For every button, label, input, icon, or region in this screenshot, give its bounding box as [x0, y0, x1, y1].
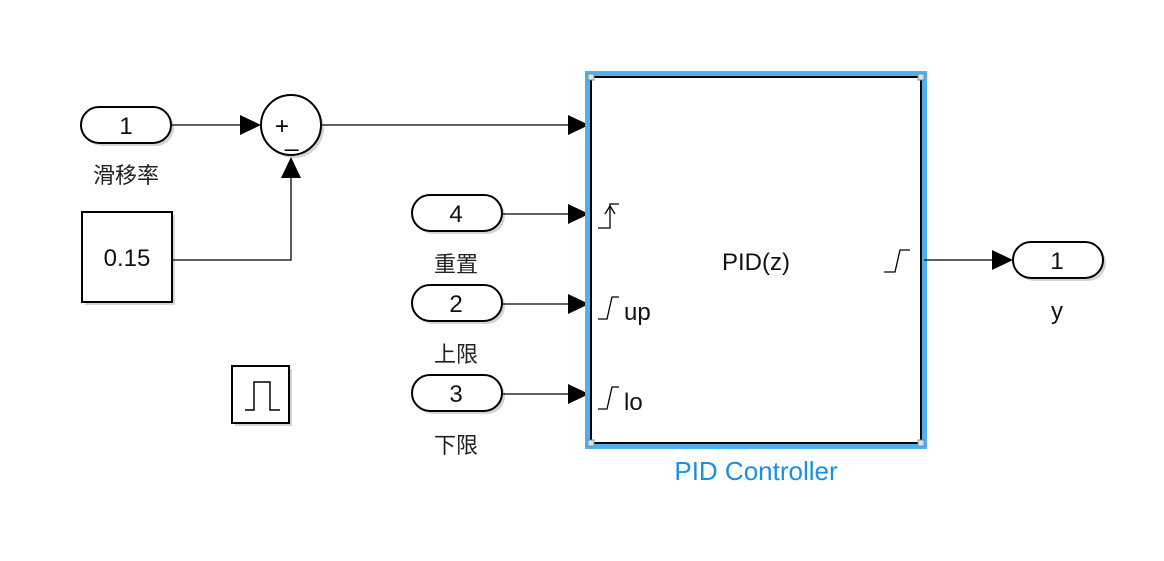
- pid-controller-block[interactable]: PID(z) up lo: [585, 71, 927, 449]
- pid-port-label-up: up: [624, 299, 651, 326]
- reset-rising-edge-icon: [598, 203, 619, 229]
- arrow-head: [992, 250, 1013, 270]
- resize-handle[interactable]: [917, 439, 925, 447]
- inport-number: 4: [449, 201, 462, 228]
- sum-plus-sign: +: [275, 113, 289, 140]
- inport-number: 1: [119, 113, 132, 140]
- inport-2-upper-limit[interactable]: 2: [411, 284, 505, 324]
- sum-block[interactable]: + _: [260, 94, 324, 158]
- saturation-icon: [884, 249, 910, 273]
- inport-label: 滑移率: [93, 164, 159, 189]
- signal-line[interactable]: [172, 178, 292, 261]
- sum-minus-sign: _: [284, 125, 299, 152]
- inport-label: 下限: [434, 434, 478, 459]
- arrow-head: [568, 384, 589, 404]
- arrow-head: [568, 204, 589, 224]
- saturation-icon: [598, 386, 619, 410]
- pid-mask-text: PID(z): [722, 249, 790, 276]
- pulse-generator-block[interactable]: [231, 365, 292, 426]
- inport-3-lower-limit[interactable]: 3: [411, 374, 505, 414]
- inport-1-slip-ratio[interactable]: 1: [80, 106, 174, 146]
- constant-block[interactable]: 0.15: [81, 211, 175, 305]
- resize-handle[interactable]: [917, 73, 925, 81]
- resize-handle[interactable]: [587, 73, 595, 81]
- arrow-head: [281, 157, 301, 178]
- pid-port-label-lo: lo: [624, 389, 643, 416]
- resize-handle[interactable]: [587, 439, 595, 447]
- outport-number: 1: [1050, 248, 1063, 275]
- outport-label: y: [1051, 298, 1063, 325]
- inport-label: 上限: [434, 343, 478, 368]
- arrow-head: [568, 115, 589, 135]
- inport-label: 重置: [434, 253, 478, 278]
- arrow-head: [568, 294, 589, 314]
- pid-block-name[interactable]: PID Controller: [674, 456, 838, 486]
- outport-1-y[interactable]: 1: [1012, 241, 1106, 281]
- constant-value: 0.15: [104, 245, 151, 272]
- inport-number: 2: [449, 291, 462, 318]
- pulse-icon: [245, 381, 280, 411]
- arrow-head: [240, 115, 261, 135]
- saturation-icon: [598, 296, 619, 320]
- inport-number: 3: [449, 381, 462, 408]
- inport-4-reset[interactable]: 4: [411, 194, 505, 234]
